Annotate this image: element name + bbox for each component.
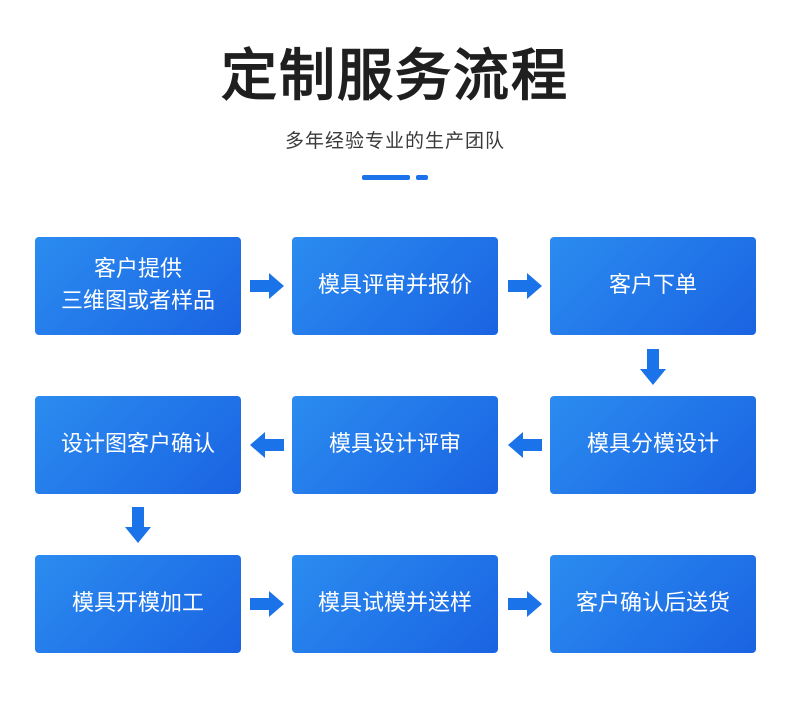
step-1-label: 客户提供	[93, 257, 182, 282]
arrow-down-icon	[640, 349, 666, 385]
arrow-right-icon	[508, 273, 542, 299]
arrow-right-icon	[508, 591, 542, 617]
step-7-box: 模具开模加工	[35, 555, 241, 653]
step-7-label: 模具开模加工	[71, 591, 204, 616]
step-9-label: 客户确认后送货	[575, 591, 730, 616]
page-title: 定制服务流程	[221, 44, 569, 109]
step-8-label: 模具试模并送样	[317, 591, 472, 616]
step-5-label: 模具设计评审	[328, 432, 461, 457]
step-4-box: 模具分模设计	[550, 396, 756, 494]
step-6-label: 设计图客户确认	[60, 432, 215, 457]
arrow-right-icon	[250, 273, 284, 299]
step-1-label-line2: 三维图或者样品	[60, 289, 215, 314]
arrow-down-icon	[125, 507, 151, 543]
title-divider-dot	[416, 175, 428, 180]
step-9-box: 客户确认后送货	[550, 555, 756, 653]
step-3-box: 客户下单	[550, 237, 756, 335]
step-1-box: 客户提供 三维图或者样品	[35, 237, 241, 335]
page-subtitle: 多年经验专业的生产团队	[284, 130, 505, 152]
step-4-label: 模具分模设计	[586, 432, 719, 457]
step-2-label: 模具评审并报价	[317, 273, 472, 298]
step-8-box: 模具试模并送样	[292, 555, 498, 653]
step-3-label: 客户下单	[608, 273, 697, 298]
arrow-left-icon	[250, 432, 284, 458]
title-divider	[362, 175, 410, 180]
step-5-box: 模具设计评审	[292, 396, 498, 494]
arrow-left-icon	[508, 432, 542, 458]
arrow-right-icon	[250, 591, 284, 617]
step-2-box: 模具评审并报价	[292, 237, 498, 335]
step-6-box: 设计图客户确认	[35, 396, 241, 494]
